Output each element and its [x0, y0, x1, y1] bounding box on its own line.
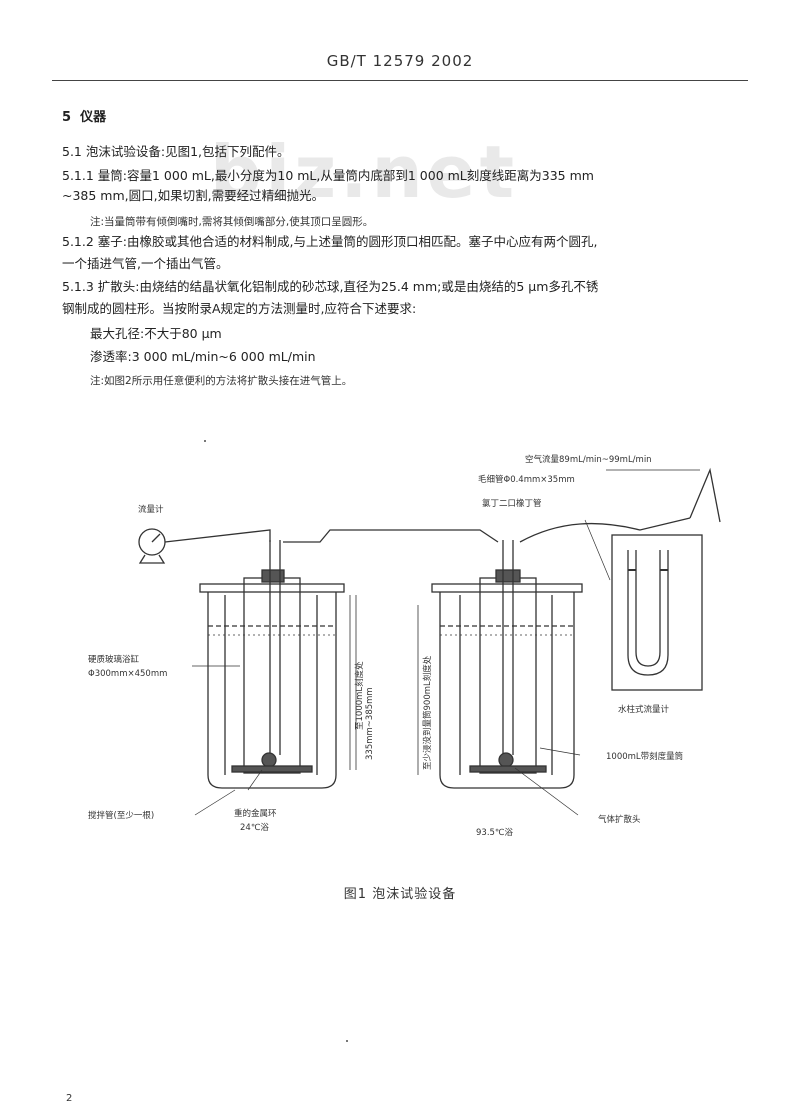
label-temp-24: 24℃浴: [240, 822, 269, 833]
right-bath: [439, 590, 575, 789]
watermark: biz.net: [210, 130, 518, 214]
requirement-permeability: 渗透率:3 000 mL/min~6 000 mL/min: [90, 349, 316, 364]
requirement-pore-size: 最大孔径:不大于80 μm: [90, 326, 222, 341]
label-bath-size: Φ300mm×450mm: [88, 669, 167, 679]
paragraph-5-1-1-line1: 5.1.1 量筒:容量1 000 mL,最小分度为10 mL,从量筒内底部到1 …: [62, 168, 594, 183]
water-flowmeter-box: [611, 534, 703, 691]
page-number: 2: [66, 1093, 73, 1104]
label-air-flow: 空气流量89mL/min~99mL/min: [525, 454, 652, 465]
paragraph-5-1-3-line1: 5.1.3 扩散头:由烧结的结晶状氧化铝制成的砂芯球,直径为25.4 mm;或是…: [62, 279, 599, 294]
label-cylinder: 1000mL带刻度量筒: [606, 751, 683, 762]
label-temp-93: 93.5℃浴: [476, 827, 513, 838]
section-title: 仪器: [80, 110, 107, 125]
paragraph-5-1-2-line2: 一个插进气管,一个插出气管。: [62, 256, 229, 271]
label-water-flowmeter: 水柱式流量计: [618, 704, 670, 715]
left-diffuser: [261, 752, 277, 768]
header-rule: [52, 80, 748, 81]
speck: [346, 1040, 348, 1042]
left-cylinder: [243, 577, 301, 774]
speck: [204, 440, 206, 442]
figure-caption: 图1 泡沫试验设备: [343, 887, 457, 902]
left-bath: [207, 590, 337, 789]
paragraph-5-1: 5.1 泡沫试验设备:见图1,包括下列配件。: [62, 144, 290, 159]
label-butyl-tube: 氯丁二口橡丁管: [482, 498, 542, 509]
label-bath-depth: 335mm~385mm: [365, 687, 375, 760]
label-stirrer: 搅拌管(至少一根): [88, 810, 154, 821]
foam-apparatus-figure: 流量计 空气流量89mL/min~99mL/min 毛细管Φ0.4mm×35mm…: [88, 454, 721, 838]
label-cyl-mark: 至1000mL刻度处: [354, 661, 365, 730]
label-glass-bath: 硬质玻璃浴缸: [88, 654, 140, 665]
paragraph-5-1-3-line2: 钢制成的圆柱形。当按附录A规定的方法测量时,应符合下述要求:: [62, 301, 417, 316]
label-flowmeter: 流量计: [138, 504, 164, 515]
standard-header: GB/T 12579 2002: [326, 52, 474, 70]
paragraph-5-1-2-line1: 5.1.2 塞子:由橡胶或其他合适的材料制成,与上述量筒的圆形顶口相匹配。塞子中…: [62, 234, 598, 249]
right-diffuser: [498, 752, 514, 768]
note-1: 注:当量筒带有倾倒嘴时,需将其倾倒嘴部分,使其顶口呈圆形。: [90, 216, 374, 228]
label-weight-ring: 重的金属环: [234, 808, 277, 819]
note-2: 注:如图2所示用任意便利的方法将扩散头接在进气管上。: [90, 375, 353, 387]
right-cylinder: [479, 577, 537, 774]
section-heading: 5 仪器: [62, 110, 106, 126]
label-diffuser: 气体扩散头: [598, 814, 641, 825]
section-number: 5: [62, 110, 72, 125]
paragraph-5-1-1-line2: ~385 mm,圆口,如果切割,需要经过精细抛光。: [62, 188, 325, 203]
label-cyl-mark-2: 至少浸没到量筒900mL刻度处: [422, 655, 433, 770]
label-capillary: 毛细管Φ0.4mm×35mm: [478, 474, 575, 485]
